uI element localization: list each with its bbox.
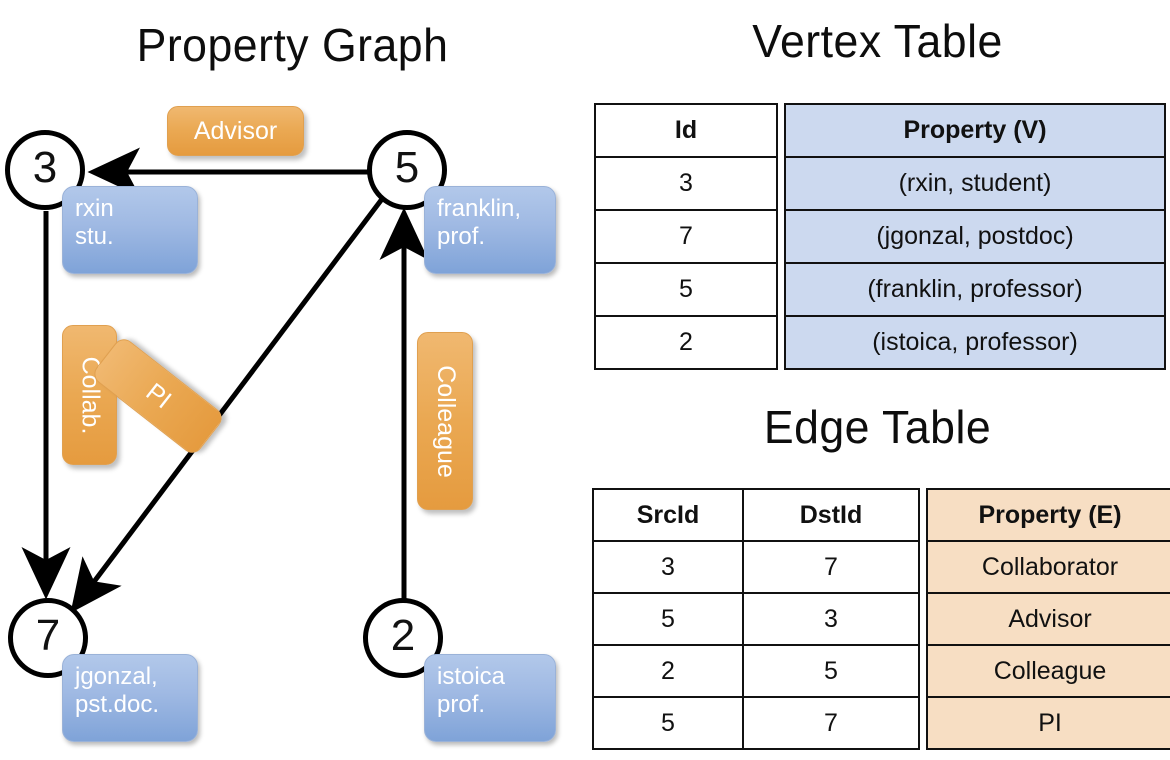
page-title-property-graph: Property Graph: [136, 19, 449, 71]
edge-table-row-1-dstid: 3: [742, 592, 920, 646]
edge-table-srcid-column: SrcId 3 5 2 5: [592, 488, 744, 750]
graph-edges-svg: [21, 147, 429, 613]
edge-table-row-0-property: Collaborator: [926, 540, 1170, 594]
edge-table-row-0-srcid: 3: [592, 540, 744, 594]
node-5-property-bubble: franklin, prof.: [424, 186, 556, 274]
page-title-edge-table: Edge Table: [763, 401, 992, 453]
node-2-property-line-2: prof.: [437, 691, 486, 719]
edge-table-property-column: Property (E) Collaborator Advisor Collea…: [926, 488, 1170, 750]
node-5-property-line-2: prof.: [437, 223, 486, 251]
node-3-property-bubble: rxin stu.: [62, 186, 198, 274]
node-7-property-bubble: jgonzal, pst.doc.: [62, 654, 198, 742]
graph-node-2-label: 2: [390, 611, 416, 660]
vertex-table-row-3-property: (istoica, professor): [784, 315, 1166, 370]
advisor-chip: Advisor: [167, 106, 304, 156]
property-graph-panel: Property Graph 3 5 7: [5, 19, 556, 742]
node-7-property-line-2: pst.doc.: [75, 691, 160, 719]
edge-table-header-property: Property (E): [926, 488, 1170, 542]
edge-table-header-dstid: DstId: [742, 488, 920, 542]
node-3-property-line-2: stu.: [75, 223, 114, 251]
vertex-table-row-0-property: (rxin, student): [784, 156, 1166, 211]
graph-node-7-label: 7: [35, 611, 61, 660]
vertex-table-id-column: Id 3 7 5 2: [594, 103, 778, 370]
vertex-table-row-2-property: (franklin, professor): [784, 262, 1166, 317]
pi-chip-label: PI: [140, 377, 177, 414]
vertex-table-property-column: Property (V) (rxin, student) (jgonzal, p…: [784, 103, 1166, 370]
colleague-chip: Colleague: [417, 332, 473, 510]
vertex-table-row-3-id: 2: [594, 315, 778, 370]
edge-table-row-0-dstid: 7: [742, 540, 920, 594]
vertex-table-row-1-id: 7: [594, 209, 778, 264]
advisor-chip-label: Advisor: [193, 116, 278, 145]
node-2-property-line-1: istoica: [437, 663, 506, 690]
edge-table-header-srcid: SrcId: [592, 488, 744, 542]
page-title-vertex-table: Vertex Table: [752, 15, 1003, 67]
vertex-table-row-0-id: 3: [594, 156, 778, 211]
node-3-property-line-1: rxin: [75, 195, 114, 222]
vertex-table-row-2-id: 5: [594, 262, 778, 317]
edge-table-dstid-column: DstId 7 3 5 7: [742, 488, 920, 750]
edge-table-row-1-property: Advisor: [926, 592, 1170, 646]
node-5-property-line-1: franklin,: [437, 195, 522, 222]
edge-table-row-3-srcid: 5: [592, 696, 744, 750]
node-2-property-bubble: istoica prof.: [424, 654, 556, 742]
edge-table-row-3-property: PI: [926, 696, 1170, 750]
edge-table-row-2-property: Colleague: [926, 644, 1170, 698]
graph-node-5-label: 5: [394, 143, 420, 192]
graph-node-3-label: 3: [32, 143, 58, 192]
edge-table-row-3-dstid: 7: [742, 696, 920, 750]
vertex-table: Id 3 7 5 2 Property (V) (rxin, student) …: [594, 103, 1166, 370]
vertex-table-header-id: Id: [594, 103, 778, 158]
edge-table-row-1-srcid: 5: [592, 592, 744, 646]
edge-table-row-2-dstid: 5: [742, 644, 920, 698]
graph-node-2[interactable]: 2: [363, 598, 443, 678]
colleague-chip-label: Colleague: [431, 364, 460, 478]
collab-chip: Collab.: [62, 325, 117, 465]
vertex-table-row-1-property: (jgonzal, postdoc): [784, 209, 1166, 264]
edge-table: SrcId 3 5 2 5 DstId 7 3 5 7 Property (E)…: [592, 488, 1170, 750]
node-7-property-line-1: jgonzal,: [75, 663, 158, 690]
edge-5-to-7: [70, 197, 384, 613]
vertex-table-header-property: Property (V): [784, 103, 1166, 158]
edge-table-row-2-srcid: 2: [592, 644, 744, 698]
